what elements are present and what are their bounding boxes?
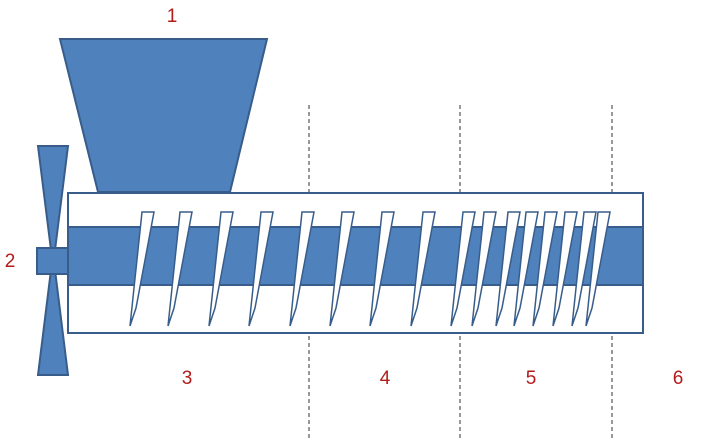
- screw-flight: [329, 211, 355, 327]
- screw-flight: [167, 211, 193, 327]
- motor-blade-top: [36, 145, 70, 251]
- screw-flight: [495, 211, 521, 327]
- label-zone-compression: 4: [380, 368, 391, 389]
- screw-flight: [369, 211, 395, 327]
- drive-motor: [36, 145, 70, 376]
- label-zone-die: 6: [673, 368, 684, 389]
- screw-flight: [129, 211, 155, 327]
- screw-flight: [410, 211, 436, 327]
- screw-flight: [471, 211, 497, 327]
- screw-flight: [450, 211, 476, 327]
- screw-flight: [208, 211, 234, 327]
- screw-flight: [585, 211, 611, 327]
- motor-hub: [36, 247, 69, 275]
- hopper: [58, 38, 269, 193]
- screw-flight: [513, 211, 539, 327]
- screw-flights: [129, 211, 611, 327]
- screw-shaft: [67, 226, 644, 286]
- screw-flight: [571, 211, 597, 327]
- screw-flight: [552, 211, 578, 327]
- motor-blade-bottom: [36, 269, 70, 376]
- screw-flight: [248, 211, 274, 327]
- label-hopper: 1: [167, 6, 178, 27]
- label-drive: 2: [5, 251, 16, 272]
- label-zone-feed: 3: [182, 368, 193, 389]
- screw-flight: [532, 211, 558, 327]
- screw-flight: [289, 211, 315, 327]
- label-zone-metering: 5: [526, 368, 537, 389]
